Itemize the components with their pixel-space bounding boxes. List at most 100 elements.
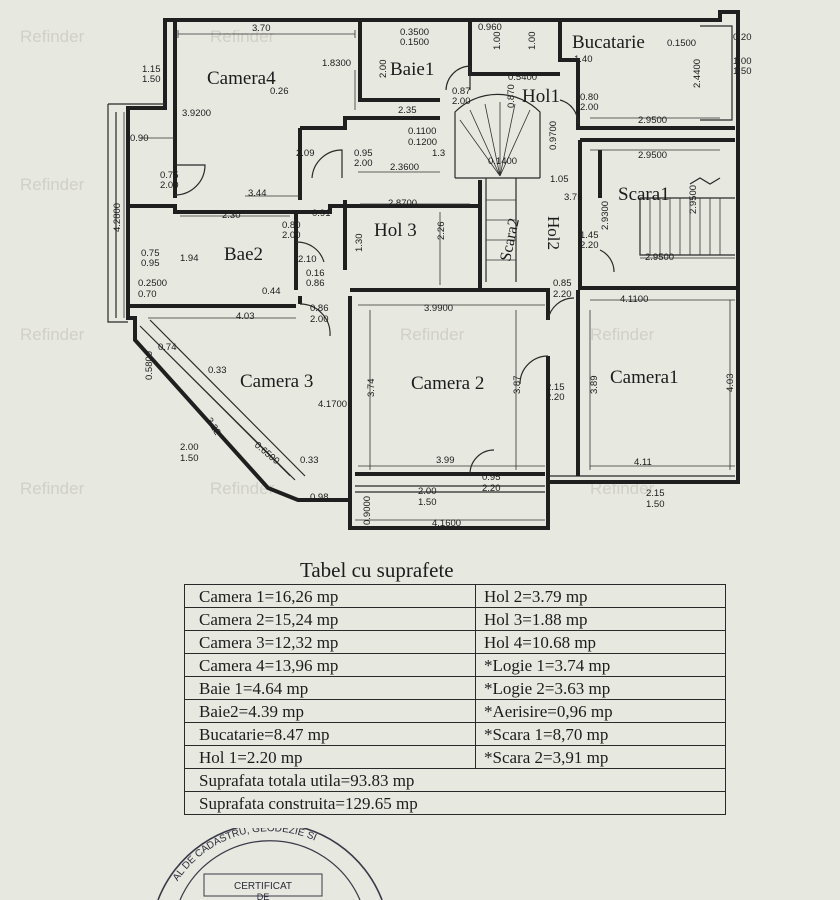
dimension-label: 2.00 (452, 96, 471, 107)
spiral-stair (454, 93, 541, 282)
table-row: Camera 3=12,32 mp Hol 4=10.68 mp (184, 630, 726, 654)
dimension-label: 2.20 (546, 392, 565, 403)
dimension-label: 3.74 (366, 379, 377, 398)
cadastre-stamp: AL DE CADASTRU, GEODEZIE SI CERTIFICAT D… (157, 828, 383, 900)
total-useful-area: Suprafata totala utila=93.83 mp (184, 768, 726, 792)
dimension-label: 2.00 (354, 158, 373, 169)
table-row: Baie2=4.39 mp *Aerisire=0,96 mp (184, 699, 726, 723)
dimension-label: 2.9500 (638, 150, 667, 161)
room-labels: Camera4 Baie1 Bucatarie Hol1 Hol 3 Scara… (207, 32, 679, 394)
room-label-hol2: Hol2 (544, 216, 563, 250)
area-cell: Baie2=4.39 mp (184, 699, 476, 723)
dimension-label: 2.20 (580, 240, 599, 251)
dimension-labels: 3.70 0.3500 0.1500 0.960 1.00 1.00 0.150… (112, 22, 752, 529)
dimension-label: 1.00 (733, 56, 752, 67)
dimension-label: 0.1500 (400, 37, 429, 48)
dimension-label: 2.00 (160, 180, 179, 191)
dimension-label: 4.03 (236, 311, 255, 322)
dimension-label: 3.70 (252, 23, 271, 34)
watermark: Refinder (20, 325, 85, 344)
dimension-label: 0.2500 (138, 278, 167, 289)
dimension-label: 0.95 (354, 148, 373, 159)
dimension-label: 2.00 (180, 442, 199, 453)
watermark: Refinder (590, 325, 655, 344)
watermark: Refinder (210, 479, 275, 498)
room-label-hol1: Hol1 (522, 86, 560, 107)
dimension-label: 0.26 (270, 86, 289, 97)
dimension-label: 2.00 (580, 102, 599, 113)
room-label-bae2: Bae2 (224, 244, 263, 265)
table-row: Baie 1=4.64 mp *Logie 2=3.63 mp (184, 676, 726, 700)
dimension-label: 0.16 (306, 268, 325, 279)
dimension-label: 0.5400 (508, 72, 537, 83)
table-row: Camera 4=13,96 mp *Logie 1=3.74 mp (184, 653, 726, 677)
area-table: Camera 1=16,26 mp Hol 2=3.79 mp Camera 2… (184, 584, 726, 815)
dimension-label: 2.9500 (645, 252, 674, 263)
total-built-area: Suprafata construita=129.65 mp (184, 791, 726, 815)
dimension-label: 0.33 (208, 365, 227, 376)
dimension-label: 4.1700 (318, 399, 347, 410)
room-label-bucatarie: Bucatarie (572, 32, 645, 53)
area-cell: *Logie 1=3.74 mp (475, 653, 726, 677)
stair-scara1 (639, 177, 735, 256)
dimension-label: 0.86 (310, 303, 329, 314)
dimension-label: 4.03 (725, 374, 736, 393)
dimension-label: 2.15 (546, 382, 565, 393)
area-cell: *Aerisire=0,96 mp (475, 699, 726, 723)
dimension-label: 0.44 (262, 286, 281, 297)
area-cell: Baie 1=4.64 mp (184, 676, 476, 700)
dimension-label: 0.75 (160, 170, 179, 181)
dimension-label: 0.1100 (408, 126, 436, 137)
watermark: Refinder (20, 27, 85, 46)
dimension-label: 3.99 (436, 455, 455, 466)
dimension-label: 1.45 (580, 230, 599, 241)
dimension-label: 0.98 (310, 492, 329, 503)
room-label-camera1: Camera1 (610, 367, 679, 388)
dimension-label: 0.95 (482, 472, 501, 483)
dimension-label: 4.1600 (432, 518, 461, 529)
table-row: Camera 1=16,26 mp Hol 2=3.79 mp (184, 584, 726, 608)
room-label-camera3: Camera 3 (240, 371, 313, 392)
dimension-label: 1.50 (646, 499, 665, 510)
dimension-label: 2.30 (222, 210, 241, 221)
dimension-label: 1.8300 (322, 58, 351, 69)
dimension-label: 4.2800 (112, 203, 123, 232)
watermark: Refinder (210, 27, 275, 46)
dimension-label: 0.5800 (144, 351, 155, 380)
table-row: Bucatarie=8.47 mp *Scara 1=8,70 mp (184, 722, 726, 746)
dimension-label: 0.80 (282, 220, 301, 231)
dimension-label: 2.00 (418, 486, 437, 497)
dimension-label: 3.87 (512, 376, 523, 395)
area-cell: Hol 3=1.88 mp (475, 607, 726, 631)
dimension-label: 3.9900 (424, 303, 453, 314)
dimension-label: 1.94 (180, 253, 199, 264)
dimension-label: 2.00 (378, 60, 389, 79)
room-label-baie1: Baie1 (390, 59, 434, 80)
area-cell: Camera 2=15,24 mp (184, 607, 476, 631)
dimension-label: 0.3500 (400, 27, 429, 38)
svg-text:AL DE CADASTRU, GEODEZIE SI: AL DE CADASTRU, GEODEZIE SI (171, 828, 318, 883)
dimension-label: 2.10 (298, 254, 317, 265)
dimension-label: 1.00 (492, 32, 503, 51)
room-label-hol3: Hol 3 (374, 220, 417, 241)
stamp-arc-text: AL DE CADASTRU, GEODEZIE SI (171, 828, 318, 883)
dimension-label: 2.20 (553, 289, 572, 300)
interior-walls (130, 20, 738, 528)
room-label-scara1: Scara1 (618, 184, 670, 205)
dimension-label: 0.33 (300, 455, 319, 466)
area-cell: *Logie 2=3.63 mp (475, 676, 726, 700)
dimension-label: 2.9500 (638, 115, 667, 126)
area-cell: Hol 2=3.79 mp (475, 584, 726, 608)
dimension-label: 1.50 (418, 497, 437, 508)
table-row: Suprafata construita=129.65 mp (184, 791, 726, 815)
stamp-label: DE (257, 892, 270, 900)
area-cell: Bucatarie=8.47 mp (184, 722, 476, 746)
dimension-label: 3.44 (248, 188, 267, 199)
dimension-label: 0.1500 (667, 38, 696, 49)
dimension-label: 1.00 (527, 32, 538, 51)
room-label-camera2: Camera 2 (411, 373, 484, 394)
dimension-label: 0.960 (478, 22, 502, 33)
area-cell: Camera 3=12,32 mp (184, 630, 476, 654)
outer-walls (107, 10, 740, 530)
area-cell: *Scara 1=8,70 mp (475, 722, 726, 746)
